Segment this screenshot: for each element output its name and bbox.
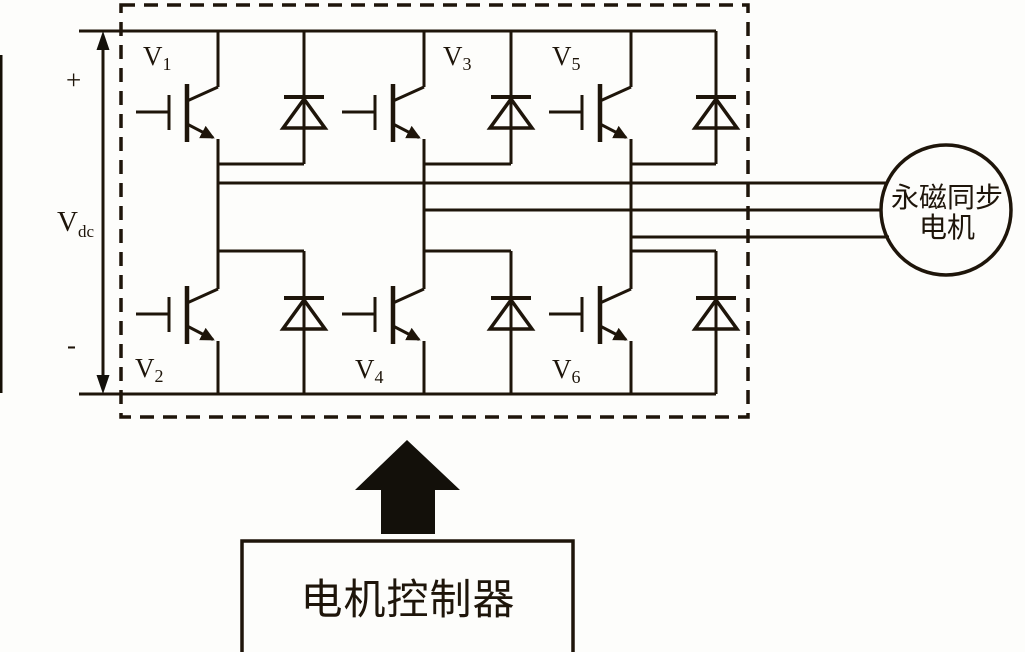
igbt-label-v3: V3	[443, 41, 472, 74]
control-signal-arrow-icon	[355, 440, 460, 534]
igbt-label-v4: V4	[355, 354, 384, 387]
dc-plus-label: +	[66, 65, 81, 95]
controller-label: 电机控制器	[300, 578, 515, 624]
controller-box	[240, 539, 575, 652]
motor-label-line1: 永磁同步	[891, 182, 1003, 214]
igbt-label-v2: V2	[135, 353, 164, 386]
dc-minus-label: -	[67, 330, 76, 360]
down-arrowhead-icon	[96, 375, 110, 394]
motor-circle	[879, 143, 1013, 277]
vdc-measurement-arrow	[96, 31, 110, 394]
phase-leg-c	[549, 31, 739, 394]
phase-leg-a	[136, 31, 327, 394]
igbt-label-v6: V6	[552, 354, 581, 387]
vdc-label: Vdc	[57, 206, 94, 241]
up-arrowhead-icon	[96, 31, 110, 50]
motor-label-line2: 电机	[919, 212, 975, 244]
phase-leg-b	[342, 31, 534, 394]
scan-edge-artifact	[0, 55, 3, 393]
igbt-label-v1: V1	[143, 41, 172, 74]
igbt-label-v5: V5	[552, 41, 581, 74]
